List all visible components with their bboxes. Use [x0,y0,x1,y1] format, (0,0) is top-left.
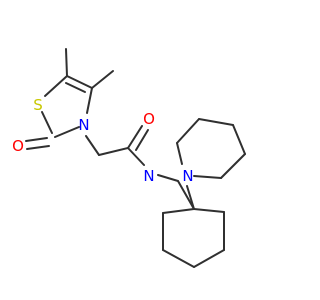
bond-pip-6 [193,175,222,179]
atom-o2: O [143,110,155,128]
atom-n2: N [143,167,154,185]
bond-quat-n3 [186,185,195,210]
structure-svg: S O N O N N [12,48,246,268]
bond-c4-c5 [66,75,93,89]
bond-cyhex-3 [193,249,225,268]
bond-ch2-quat [177,180,195,210]
bond-c2-o1-double [26,145,50,150]
bond-pip-4 [232,124,246,155]
bond-c5-methyl [65,48,68,77]
bond-n2-ch2 [157,174,179,182]
bond-cyhex-1 [193,208,225,213]
atom-o1: O [12,137,24,155]
bond-c2-n1 [54,126,80,138]
bond-n1-ch2 [85,135,100,156]
bond-c-amide-n2 [127,147,145,166]
bond-pip-1 [176,142,183,165]
atom-labels: S O N O N N [12,96,194,185]
bond-c-amide-o2 [127,125,143,149]
bonds [25,48,246,268]
bond-pip-3 [198,118,234,126]
atom-n3: N [182,167,193,185]
bond-c2-o1 [25,137,48,142]
bond-cyhex-4 [162,249,195,268]
molecule-diagram: S O N O N N [12,48,246,268]
bond-ch2-c-amide [98,147,129,156]
bond-pip-2 [176,118,200,144]
bond-c5-s1 [44,75,68,97]
bond-n1-c4 [86,87,93,114]
atom-n1: N [78,116,89,134]
bond-s1-c2 [41,111,53,134]
bond-c-amide-o2-double [135,129,149,151]
atom-s1: S [33,96,43,114]
bond-pip-5 [220,153,246,179]
bond-c4-methyl [91,70,114,89]
bond-cyhex-6 [162,208,195,214]
bond-c4-c5-double [65,82,86,93]
